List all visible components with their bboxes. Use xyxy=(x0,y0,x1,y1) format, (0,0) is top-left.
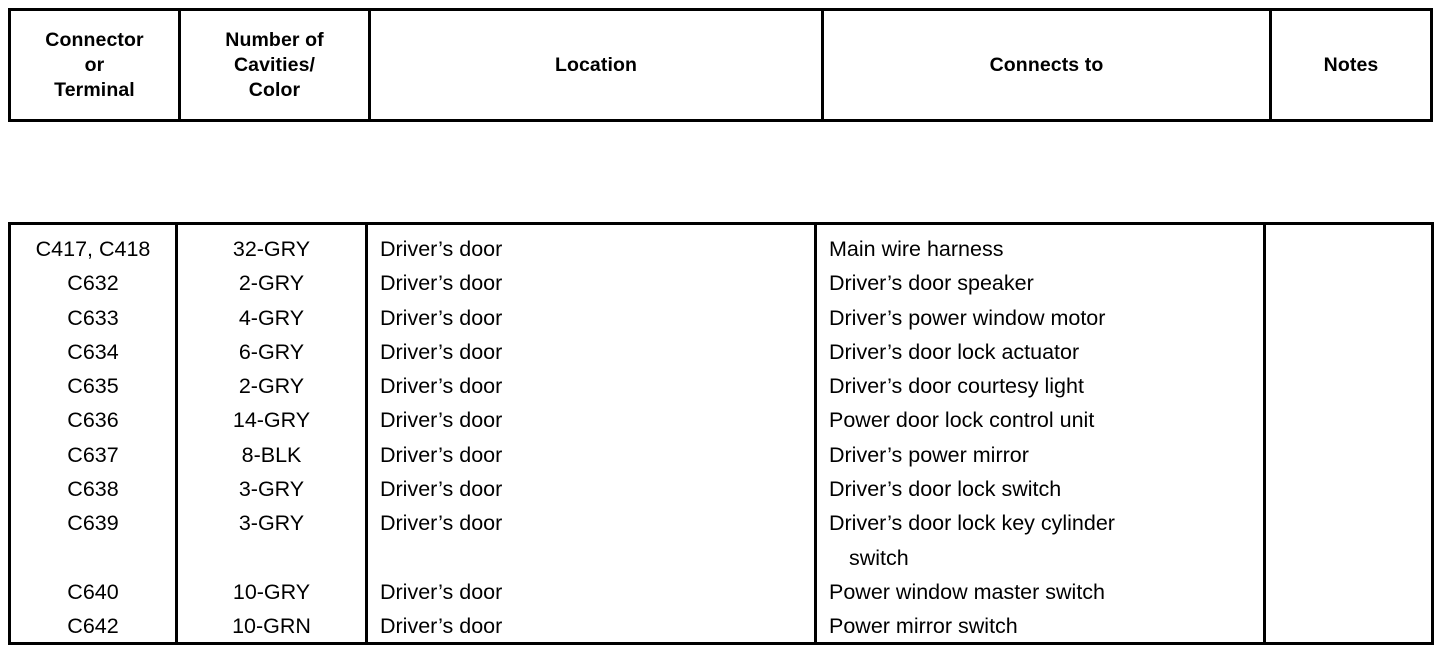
header-line: Terminal xyxy=(54,78,135,101)
table-row: Driver’s door xyxy=(380,614,503,639)
table-row: 2-GRY xyxy=(238,271,305,296)
table-row: Driver’s door xyxy=(380,442,503,467)
header-cell-location: Location xyxy=(371,11,824,119)
table-row: Driver’s door xyxy=(380,408,503,433)
table-row: 10-GRN xyxy=(232,614,311,639)
table-row xyxy=(1266,609,1431,643)
table-row: Driver’s door xyxy=(380,305,503,330)
table-row: 2-GRY xyxy=(238,374,305,399)
table-row: Driver’s door lock key cylinder xyxy=(829,511,1115,536)
table-row: Driver’s door lock switch xyxy=(829,477,1062,502)
table-row xyxy=(1266,472,1431,506)
table-row: Driver’s door xyxy=(380,339,503,364)
table-row-continuation: switch xyxy=(849,545,909,570)
table-row xyxy=(1266,266,1431,300)
row-spacer xyxy=(11,541,175,575)
column-connector: C417, C418 C632 C633 C634 C635 C636 C637… xyxy=(11,225,178,642)
table-row: C635 xyxy=(67,374,119,399)
table-row: 10-GRY xyxy=(232,579,311,604)
header-cell-notes: Notes xyxy=(1272,11,1430,119)
table-row: Driver’s door xyxy=(380,271,503,296)
table-row: C634 xyxy=(67,339,119,364)
table-row xyxy=(1266,232,1431,266)
table-row: Power door lock control unit xyxy=(829,408,1095,433)
table-row: Main wire harness xyxy=(829,237,1004,261)
table-row: 32-GRY xyxy=(232,237,311,261)
table-row: Driver’s power window motor xyxy=(829,305,1106,330)
column-cavities-color: 32-GRY 2-GRY 4-GRY 6-GRY 2-GRY 14-GRY 8-… xyxy=(178,225,368,642)
table-row: Driver’s door xyxy=(380,477,503,502)
table-row: C640 xyxy=(67,579,119,604)
column-connects-to: Main wire harness Driver’s door speaker … xyxy=(817,225,1266,642)
table-row: 4-GRY xyxy=(238,305,305,330)
table-row: Power window master switch xyxy=(829,579,1106,604)
header-line: Notes xyxy=(1323,53,1379,76)
table-row xyxy=(1266,369,1431,403)
table-row xyxy=(1266,335,1431,369)
table-row: 3-GRY xyxy=(238,511,305,536)
column-location: Driver’s door Driver’s door Driver’s doo… xyxy=(368,225,817,642)
table-row: 8-BLK xyxy=(241,442,302,467)
table-row: 6-GRY xyxy=(238,339,305,364)
table-row xyxy=(1266,301,1431,335)
table-row: Driver’s door xyxy=(380,374,503,399)
header-line: Connects to xyxy=(989,53,1104,76)
column-notes xyxy=(1266,225,1431,642)
header-line: Connector xyxy=(45,28,144,51)
row-spacer xyxy=(368,541,814,575)
table-row: Driver’s door xyxy=(380,237,503,261)
header-line: Location xyxy=(554,53,638,76)
row-spacer xyxy=(1266,541,1431,575)
table-row: C633 xyxy=(67,305,119,330)
header-line: or xyxy=(84,53,105,76)
table-row: Driver’s power mirror xyxy=(829,442,1029,467)
table-row: C638 xyxy=(67,477,119,502)
table-row: C642 xyxy=(67,614,119,639)
table-row: C637 xyxy=(67,442,119,467)
table-row: C417, C418 xyxy=(35,237,151,261)
table-row: 3-GRY xyxy=(238,477,305,502)
connector-data-table: C417, C418 C632 C633 C634 C635 C636 C637… xyxy=(8,222,1434,645)
table-row: Driver’s door xyxy=(380,511,503,536)
header-line: Number of xyxy=(225,28,324,51)
table-row xyxy=(1266,506,1431,540)
table-row: Power mirror switch xyxy=(829,614,1018,639)
table-row xyxy=(1266,438,1431,472)
table-row: C639 xyxy=(67,511,119,536)
table-row: Driver’s door speaker xyxy=(829,271,1034,296)
header-line: Cavities/ xyxy=(233,53,316,76)
header-line: Color xyxy=(248,78,301,101)
table-row: C632 xyxy=(67,271,119,296)
column-header-table: Connector or Terminal Number of Cavities… xyxy=(8,8,1433,122)
header-cell-cavities: Number of Cavities/ Color xyxy=(181,11,371,119)
table-row xyxy=(1266,575,1431,609)
row-spacer xyxy=(178,541,365,575)
table-row xyxy=(1266,403,1431,437)
table-row: Driver’s door xyxy=(380,579,503,604)
table-row: Driver’s door courtesy light xyxy=(829,374,1084,399)
header-cell-connects-to: Connects to xyxy=(824,11,1272,119)
table-row: C636 xyxy=(67,408,119,433)
table-row: Driver’s door lock actuator xyxy=(829,339,1080,364)
table-row: 14-GRY xyxy=(232,408,311,433)
header-cell-connector: Connector or Terminal xyxy=(11,11,181,119)
